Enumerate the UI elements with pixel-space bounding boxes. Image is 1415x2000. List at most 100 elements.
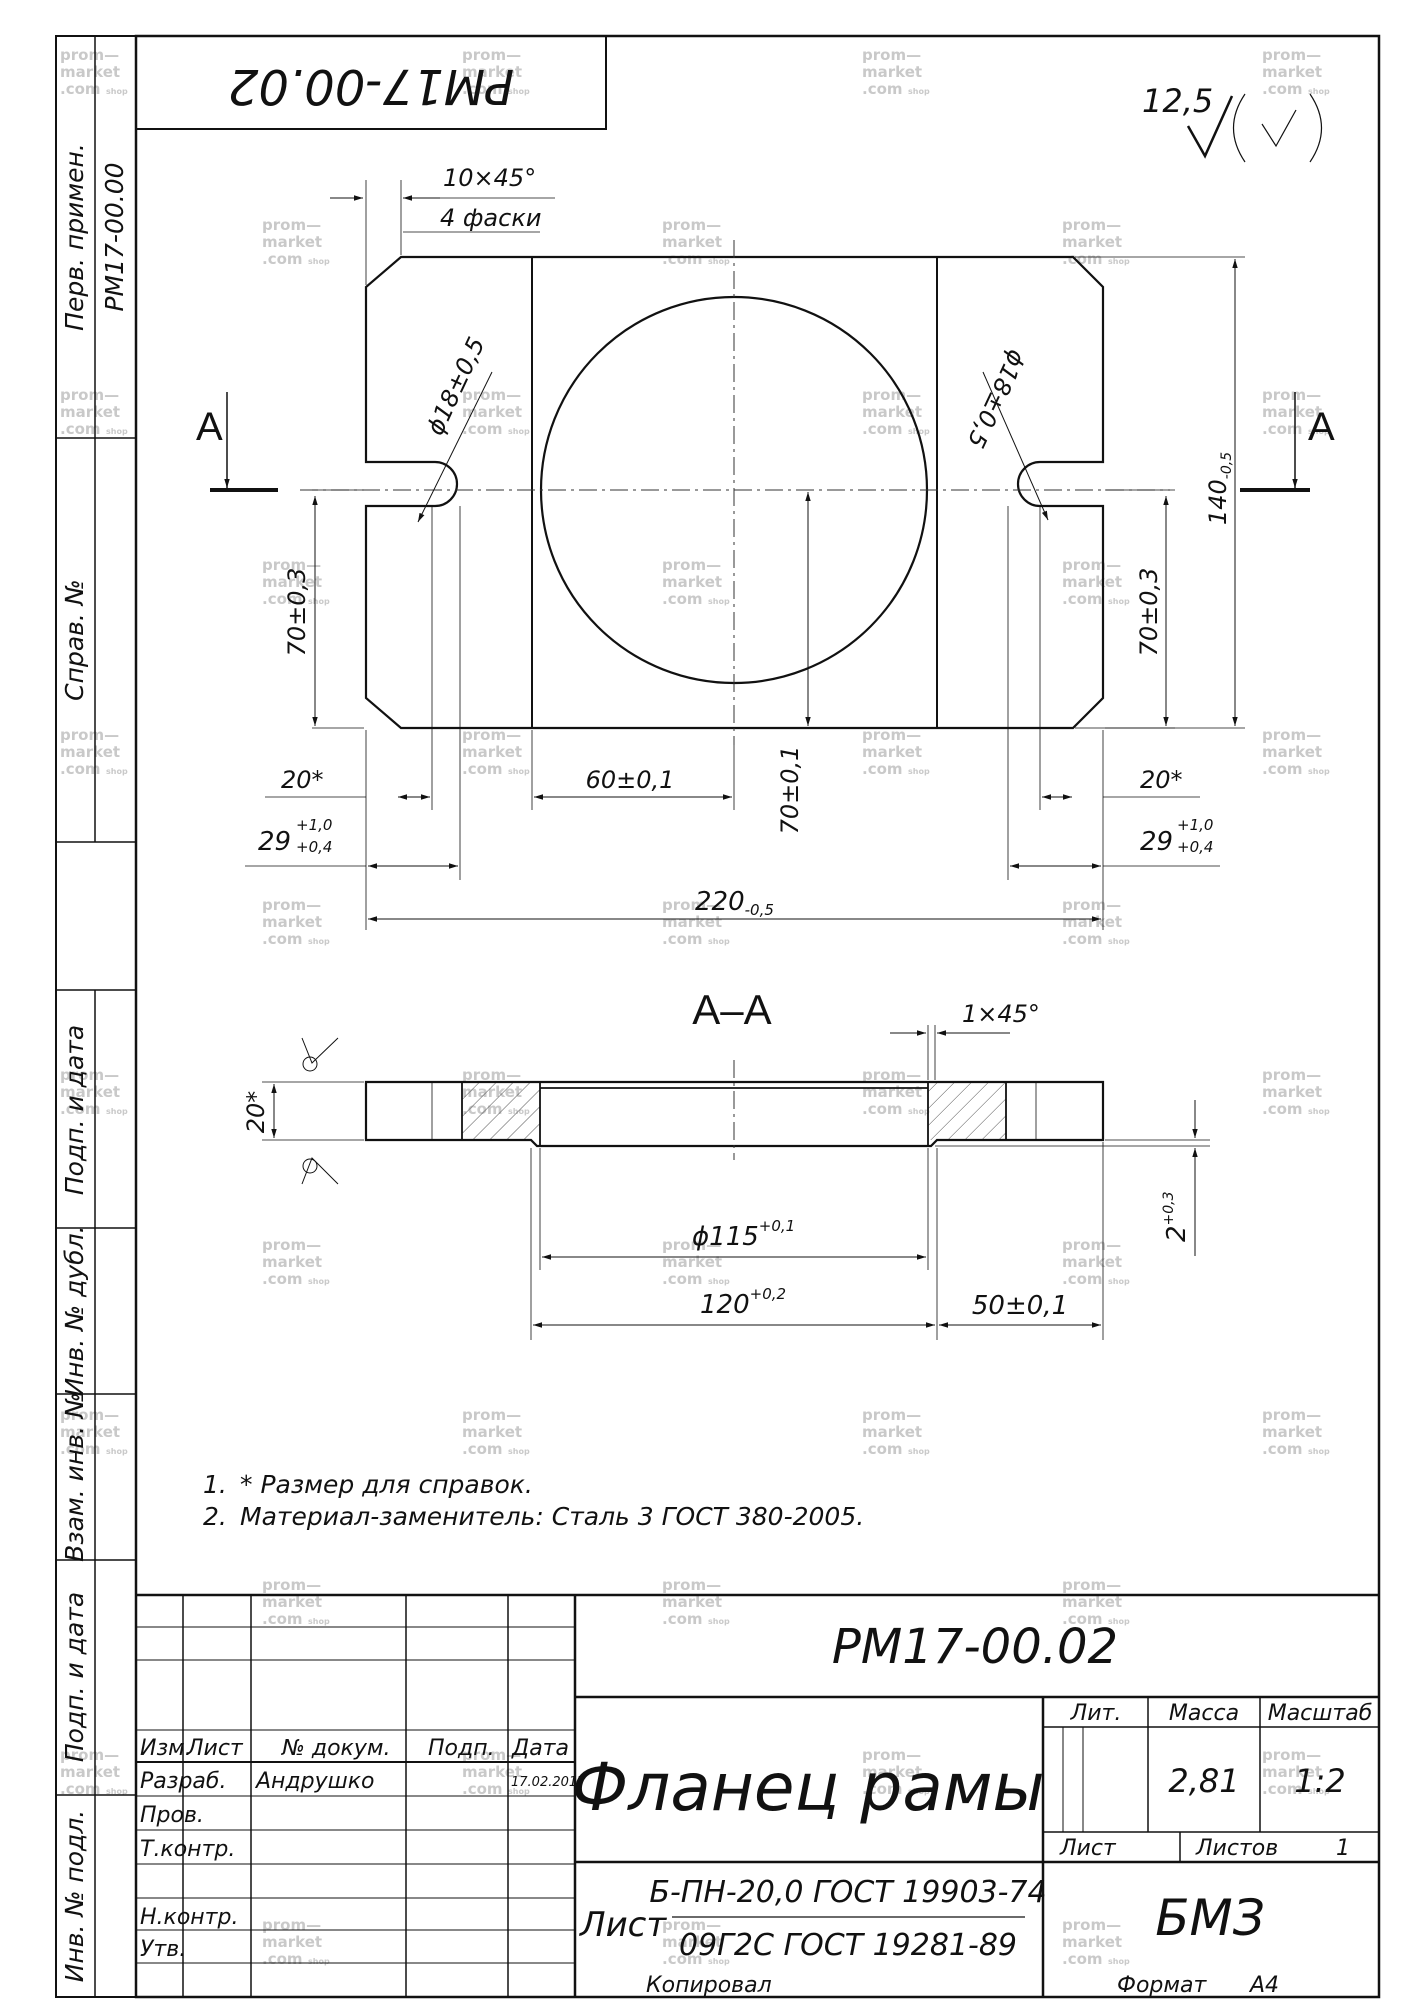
roughness-symbol: 12,5 — [1142, 82, 1322, 163]
svg-text:.com: .com — [462, 1780, 503, 1798]
svg-text:shop: shop — [106, 427, 128, 436]
svg-text:shop: shop — [908, 1447, 930, 1456]
svg-text:.com: .com — [60, 80, 101, 98]
dim-70-left: 70±0,3 — [283, 568, 311, 657]
svg-text:prom—: prom— — [1062, 896, 1121, 914]
svg-text:.com: .com — [862, 1100, 903, 1118]
svg-text:market: market — [1062, 1593, 1122, 1611]
svg-text:prom—: prom— — [60, 386, 119, 404]
title-block: Изм. Лист № докум. Подп. Дата Разраб. Пр… — [136, 1593, 1379, 1997]
hole-right-dim: ϕ18±0,5 — [961, 345, 1031, 452]
svg-text:.com: .com — [662, 930, 703, 948]
side-podp-data-1: Подп. и дата — [60, 1025, 89, 1195]
svg-text:prom—: prom— — [60, 1406, 119, 1424]
tb-header-data: Дата — [511, 1736, 569, 1761]
svg-text:prom—: prom— — [862, 1406, 921, 1424]
svg-text:shop: shop — [708, 937, 730, 946]
svg-text:shop: shop — [908, 87, 930, 96]
svg-text:shop: shop — [1108, 1617, 1130, 1626]
notes: 1. * Размер для справок. 2. Материал-зам… — [203, 1470, 864, 1531]
svg-text:market: market — [1062, 573, 1122, 591]
svg-text:prom—: prom— — [262, 216, 321, 234]
svg-text:market: market — [262, 1593, 322, 1611]
svg-text:prom—: prom— — [662, 896, 721, 914]
svg-text:.com: .com — [262, 1270, 303, 1288]
svg-text:prom—: prom— — [60, 1066, 119, 1084]
svg-text:.com: .com — [262, 930, 303, 948]
svg-text:shop: shop — [708, 597, 730, 606]
svg-text:market: market — [262, 1933, 322, 1951]
svg-text:shop: shop — [1308, 427, 1330, 436]
section-mark-left: А — [196, 405, 223, 449]
svg-text:market: market — [462, 63, 522, 81]
footer-labels: Копировал Формат А4 — [646, 1973, 1279, 1998]
svg-text:.com: .com — [1262, 1100, 1303, 1118]
svg-text:market: market — [862, 1083, 922, 1101]
svg-text:shop: shop — [708, 1957, 730, 1966]
svg-text:shop: shop — [308, 1957, 330, 1966]
svg-text:prom—: prom— — [462, 726, 521, 744]
svg-text:shop: shop — [1308, 1447, 1330, 1456]
tb-material-2: 09Г2С ГОСТ 19281-89 — [679, 1928, 1017, 1963]
dim-29-left-tol-up: +1,0 — [296, 816, 332, 834]
svg-text:.com: .com — [862, 420, 903, 438]
roughness-paren-right — [1309, 93, 1322, 163]
svg-text:.com: .com — [862, 1780, 903, 1798]
svg-text:market: market — [262, 233, 322, 251]
roughness-paren-left — [1233, 93, 1246, 163]
svg-text:shop: shop — [1308, 1107, 1330, 1116]
svg-text:prom—: prom— — [862, 1066, 921, 1084]
svg-text:shop: shop — [106, 767, 128, 776]
note-1-text: * Размер для справок. — [240, 1470, 533, 1499]
svg-text:.com: .com — [1262, 420, 1303, 438]
svg-text:prom—: prom— — [862, 386, 921, 404]
svg-text:prom—: prom— — [862, 1746, 921, 1764]
svg-text:shop: shop — [708, 257, 730, 266]
svg-text:.com: .com — [1062, 930, 1103, 948]
svg-text:market: market — [1262, 1423, 1322, 1441]
svg-text:prom—: prom— — [262, 896, 321, 914]
svg-text:shop: shop — [508, 1787, 530, 1796]
svg-text:market: market — [60, 403, 120, 421]
svg-text:market: market — [262, 1253, 322, 1271]
side-sprav: Справ. № — [60, 579, 89, 701]
tb-scale-value: 1:2 — [1294, 1762, 1346, 1800]
dim-29-right: 29 — [1140, 827, 1173, 857]
svg-text:.com: .com — [462, 1440, 503, 1458]
svg-text:.com: .com — [1262, 1440, 1303, 1458]
svg-text:prom—: prom— — [1262, 1066, 1321, 1084]
svg-text:market: market — [1262, 1083, 1322, 1101]
svg-text:.com: .com — [462, 760, 503, 778]
copied-label: Копировал — [646, 1973, 772, 1998]
svg-text:shop: shop — [308, 257, 330, 266]
svg-text:.com: .com — [862, 760, 903, 778]
svg-text:.com: .com — [862, 1440, 903, 1458]
svg-text:prom—: prom— — [1262, 726, 1321, 744]
svg-text:.com: .com — [1062, 590, 1103, 608]
svg-text:prom—: prom— — [1062, 216, 1121, 234]
dim-29-right-tol-up: +1,0 — [1177, 816, 1213, 834]
svg-text:shop: shop — [308, 1277, 330, 1286]
tb-lit-label: Лит. — [1070, 1701, 1122, 1726]
svg-text:.com: .com — [1062, 250, 1103, 268]
format-value: А4 — [1248, 1973, 1279, 1998]
section-outline — [364, 1080, 1105, 1148]
tb-header-list: Лист — [186, 1736, 244, 1761]
tb-part-name: Фланец рамы — [571, 1749, 1044, 1826]
svg-text:.com: .com — [262, 1950, 303, 1968]
flange-outline — [364, 255, 1105, 730]
svg-text:.com: .com — [60, 760, 101, 778]
plan-view: А А 10×45° 4 фаски ϕ18±0,5 ϕ18±0,5 70±0,… — [196, 164, 1335, 930]
svg-text:market: market — [662, 573, 722, 591]
section-recess: 120+0,2 — [700, 1285, 786, 1320]
